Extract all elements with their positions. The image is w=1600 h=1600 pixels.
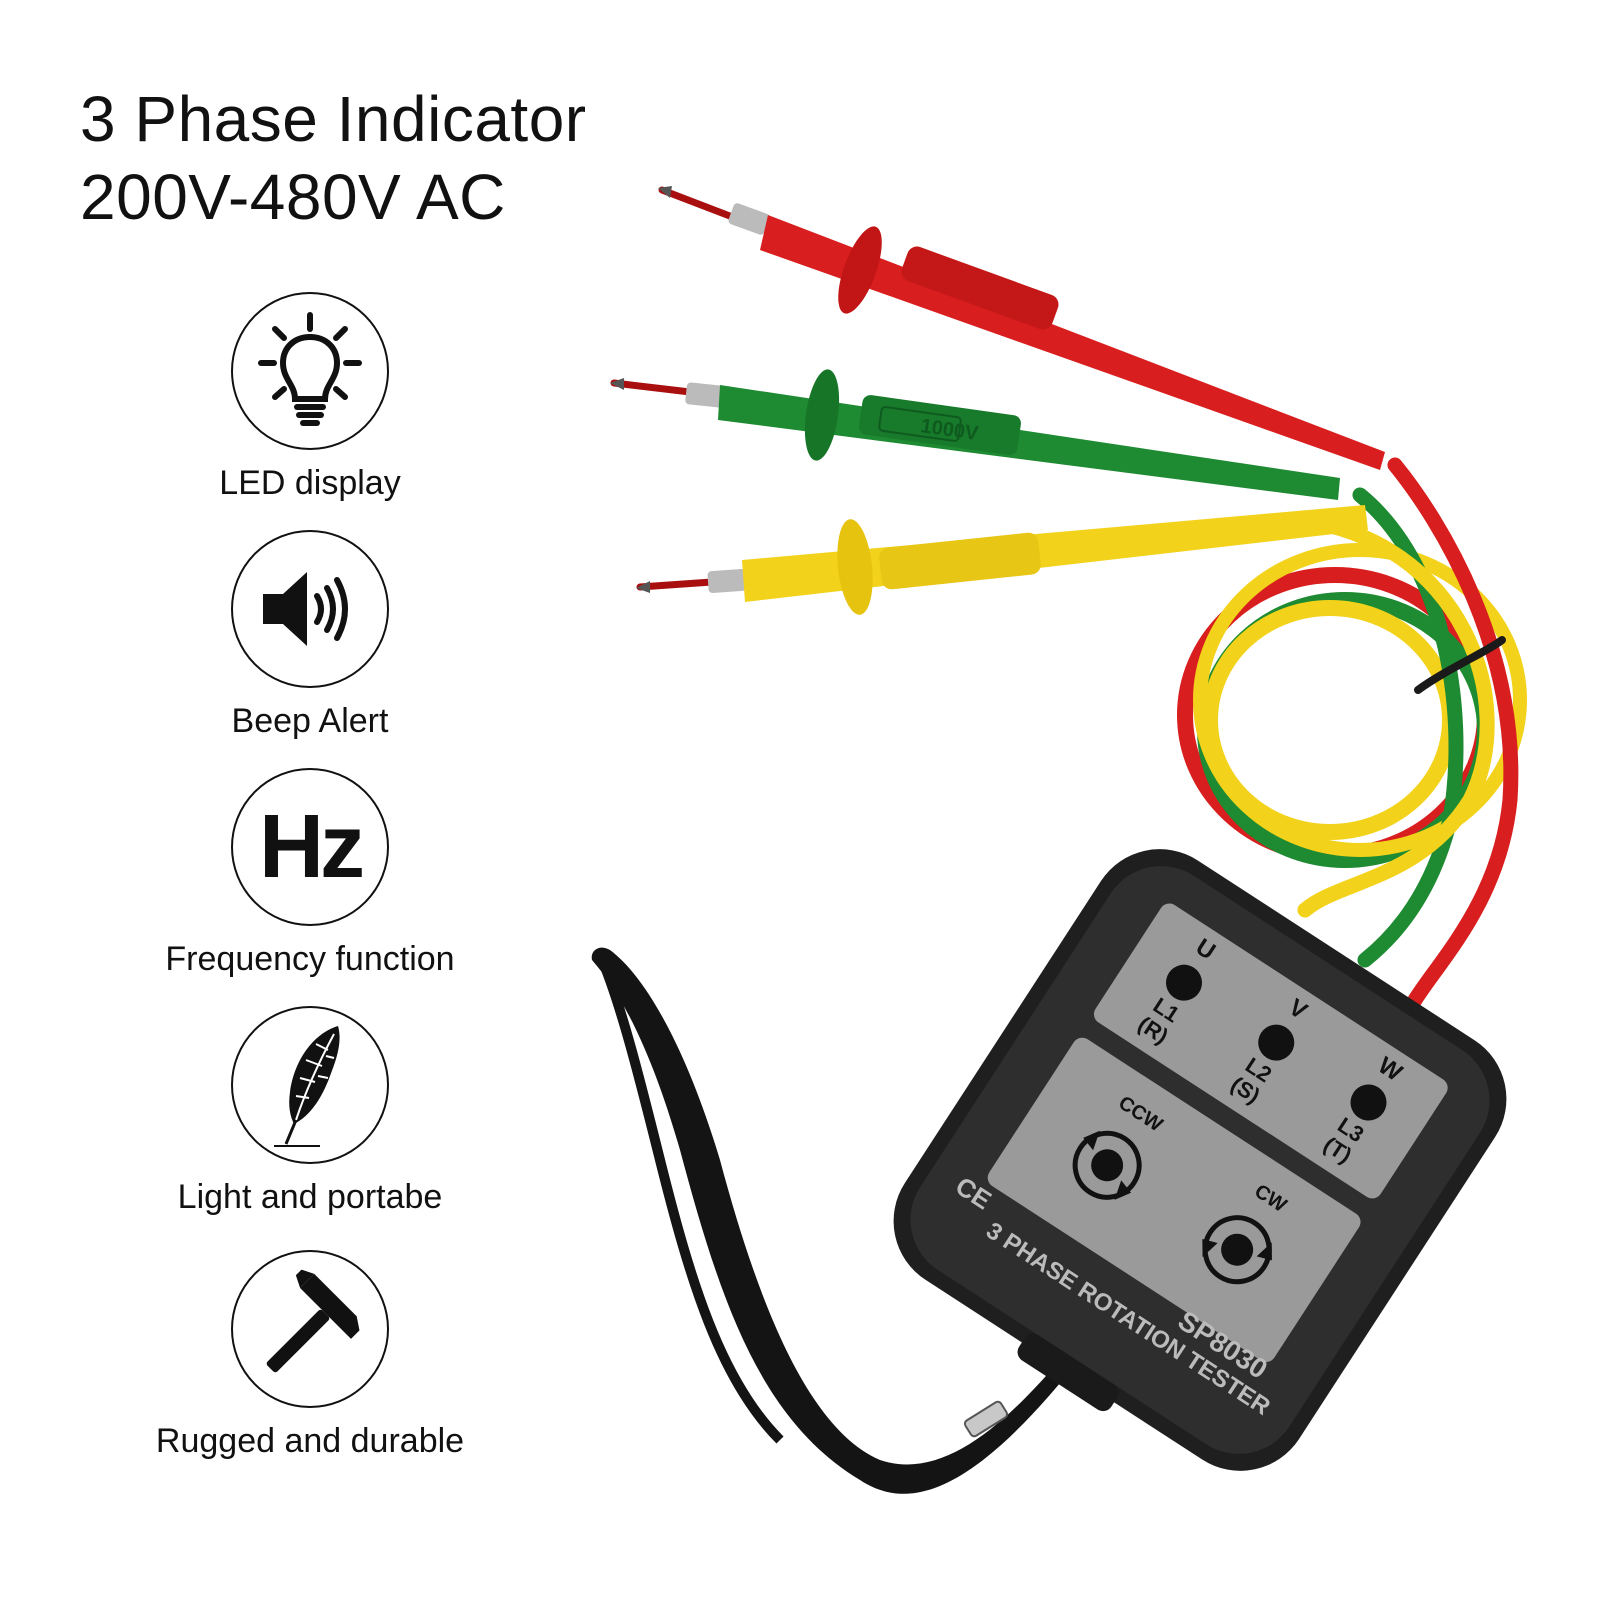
led-l1 <box>1165 964 1202 1001</box>
led-l3 <box>1350 1084 1387 1121</box>
feature-label: LED display <box>219 464 401 502</box>
yellow-probe <box>636 505 1368 615</box>
hammer-icon <box>231 1250 389 1408</box>
wire-red-lead <box>1387 457 1519 1008</box>
feature-rugged-durable: Rugged and durable <box>130 1250 490 1461</box>
headline: 3 Phase Indicator 200V-480V AC <box>80 80 587 236</box>
feature-label: Light and portabe <box>177 1178 443 1216</box>
green-probe <box>610 369 1340 500</box>
headline-title: 3 Phase Indicator <box>80 83 587 155</box>
rotation-panel <box>987 1037 1361 1362</box>
wire-coil-yellow-outer <box>1193 543 1527 857</box>
wire-tie <box>1414 636 1506 694</box>
feature-label: Beep Alert <box>231 702 389 740</box>
wire-yellow-lead <box>1292 512 1495 918</box>
feature-light-portable: Light and portabe <box>130 1006 490 1217</box>
ccw-indicator <box>1072 1130 1142 1200</box>
lightbulb-icon <box>231 292 389 450</box>
lanyard-strap <box>591 947 1075 1494</box>
hz-icon: Hz <box>231 768 389 926</box>
feature-frequency-function: Hz Frequency function <box>130 768 490 979</box>
lanyard-inner <box>595 952 784 1444</box>
cw-indicator <box>1202 1215 1272 1285</box>
tester-body <box>893 849 1507 1471</box>
feature-led-display: LED display <box>130 292 490 503</box>
hz-icon-text: Hz <box>259 797 365 897</box>
led-l2 <box>1258 1024 1295 1061</box>
lanyard-clip <box>963 1400 1009 1438</box>
red-probe <box>658 186 1385 470</box>
feature-label: Frequency function <box>165 940 455 978</box>
feature-beep-alert: Beep Alert <box>130 530 490 741</box>
feature-label: Rugged and durable <box>155 1422 465 1460</box>
headline-voltage-range: 200V-480V AC <box>80 161 506 233</box>
feather-icon <box>231 1006 389 1164</box>
speaker-icon <box>231 530 389 688</box>
coiled-wires <box>1177 457 1527 1008</box>
